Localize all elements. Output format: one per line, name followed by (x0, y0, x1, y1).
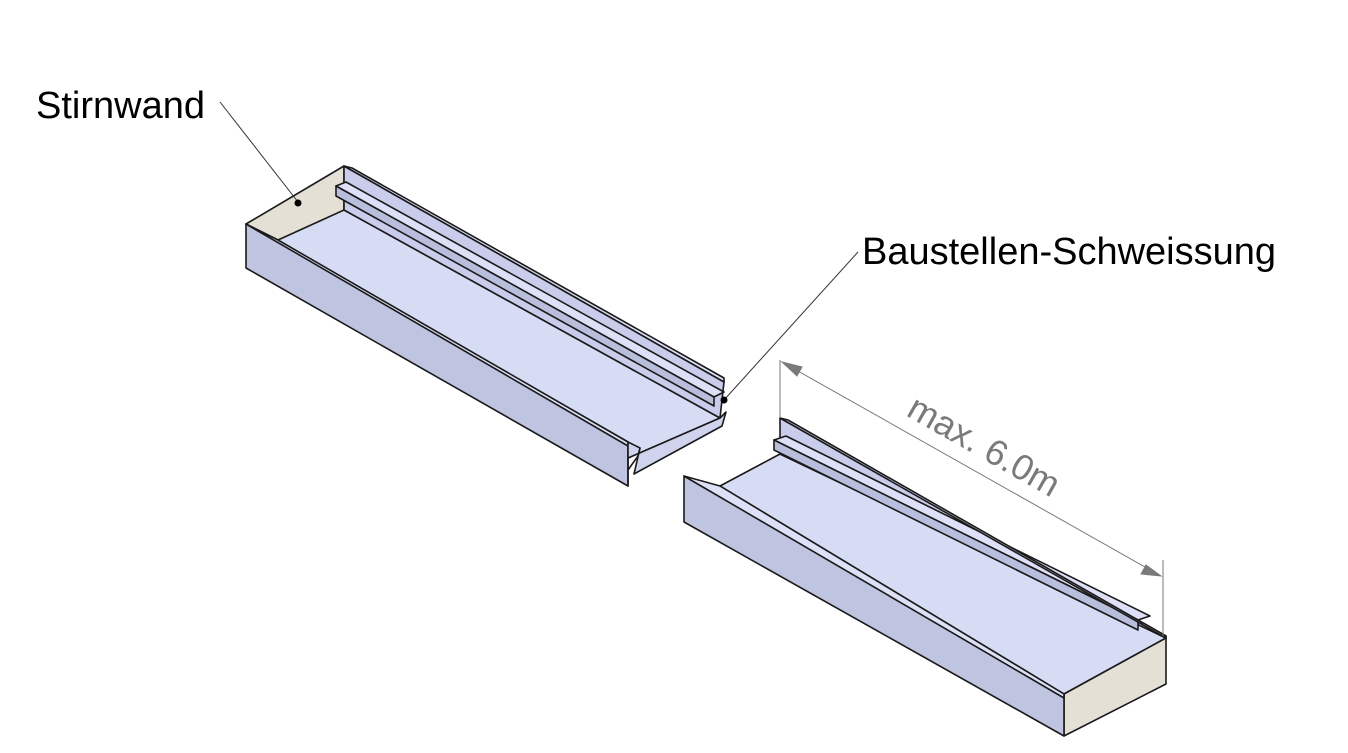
end-wall-label: Stirnwand (36, 85, 205, 127)
dimension-arrow-end (1140, 564, 1163, 577)
left-back-lip (343, 165, 725, 383)
length-dimension (779, 360, 1164, 636)
site-weld-label: Baustellen-Schweissung (862, 231, 1276, 273)
right-front-lip (683, 475, 1065, 699)
dimension-arrow-start (780, 361, 803, 377)
max-length-label: max. 6.0m (901, 386, 1067, 504)
end-wall-pointer-dot (294, 199, 302, 207)
right-rail-face (773, 439, 1139, 631)
site-weld-leader (723, 251, 859, 401)
left-floor (277, 209, 721, 459)
left-channel-segment (245, 165, 727, 487)
end-wall-leader (219, 101, 299, 203)
left-rail-face (335, 185, 715, 407)
right-channel-segment (683, 417, 1167, 737)
site-weld-pointer-dot (720, 396, 728, 404)
right-back-lip (779, 417, 1167, 639)
